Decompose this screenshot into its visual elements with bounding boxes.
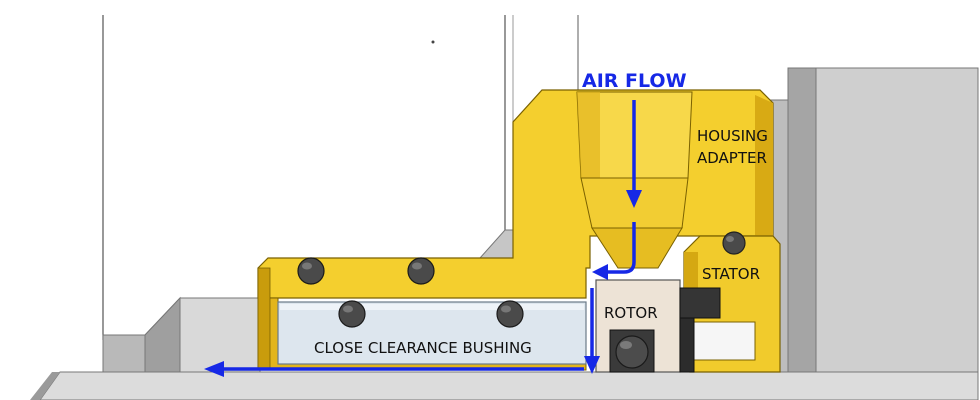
bushing-label: CLOSE CLEARANCE BUSHING	[314, 339, 532, 357]
oring-bushing-1	[338, 300, 366, 328]
flow-arrowhead-down	[626, 190, 642, 208]
stator-assembly	[683, 231, 781, 373]
air-inlet-bore-shade	[577, 92, 600, 178]
shaft-corner	[30, 372, 60, 400]
rotor-oring	[615, 335, 649, 369]
rotor-oring-highlight	[620, 341, 632, 349]
flow-arrowhead-gap	[584, 356, 600, 374]
stator-label: STATOR	[702, 265, 760, 283]
left-housing-bevel	[144, 296, 181, 373]
rotor-assembly	[595, 279, 721, 373]
bushing-body	[277, 301, 587, 365]
flow-arrowhead-left-upper	[592, 264, 608, 280]
oring-top-1	[297, 257, 325, 285]
air-flow-path	[204, 100, 642, 377]
o-rings	[297, 257, 524, 328]
close-clearance-bushing	[277, 301, 587, 365]
rotor-step	[679, 317, 695, 373]
stator-slot	[692, 321, 756, 361]
rotor-label: ROTOR	[604, 304, 658, 322]
small-dot	[431, 40, 435, 44]
right-wall	[787, 67, 979, 379]
oring-bushing-2	[496, 300, 524, 328]
shaft	[39, 371, 979, 400]
left-housing-face	[102, 334, 146, 373]
mid-housing-wedge	[478, 229, 514, 259]
labels: AIR FLOW HOUSING ADAPTER STATOR ROTOR CL…	[314, 70, 768, 357]
housing-adapter-label-2: ADAPTER	[697, 149, 767, 167]
housing-right-shade	[755, 95, 773, 236]
air-flow-label: AIR FLOW	[582, 70, 687, 92]
bushing-top-highlight	[280, 304, 584, 310]
flow-arrowhead-exit	[204, 361, 224, 377]
right-wall-face	[787, 67, 817, 379]
air-passage-neck	[591, 227, 683, 269]
housing-left-edge	[257, 267, 271, 371]
oring-top-2	[407, 257, 435, 285]
stator-oring	[722, 231, 746, 255]
stator-oring-highlight	[726, 236, 734, 242]
flow-curve	[604, 222, 636, 274]
housing-adapter-label-1: HOUSING	[697, 127, 768, 145]
rotor-key	[679, 287, 721, 319]
